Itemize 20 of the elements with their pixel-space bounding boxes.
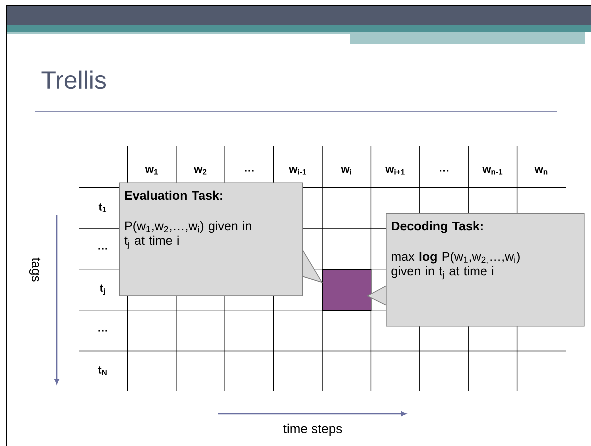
axis-label: time steps: [284, 424, 342, 436]
column-header: w$_{n}$: [534, 167, 548, 175]
callout-pointer: [302, 250, 324, 284]
column-header: w$_{n-1}$: [482, 167, 503, 175]
column-header: …: [440, 170, 449, 172]
axis-label: tags: [29, 258, 41, 282]
callout-box: Evaluation Task: P(w$_{1}$,w$_{2}$,…,w$_{i}$) given in t$_{j}$ at time i: [119, 182, 304, 296]
slide-title: Trellis: [42, 70, 106, 90]
row-header: …: [98, 330, 108, 332]
column-header: w$_{i}$: [341, 167, 352, 175]
highlighted-cell: [322, 269, 372, 311]
column-header: w$_{i+1}$: [386, 167, 405, 175]
row-header: t$_{1}$: [98, 204, 106, 212]
row-header: t$_{j}$: [100, 284, 106, 296]
row-header: t$_{N}$: [98, 366, 107, 376]
column-header: w$_{i-1}$: [289, 167, 306, 175]
callout-pointer: [366, 286, 386, 306]
column-header: …: [245, 170, 254, 172]
callout-box: Decoding Task: max log P(w$_{1}$,w$_{2,}$…,w$_{i}$) given in t$_{j}$ at time i: [386, 213, 585, 327]
row-header: …: [98, 248, 108, 250]
